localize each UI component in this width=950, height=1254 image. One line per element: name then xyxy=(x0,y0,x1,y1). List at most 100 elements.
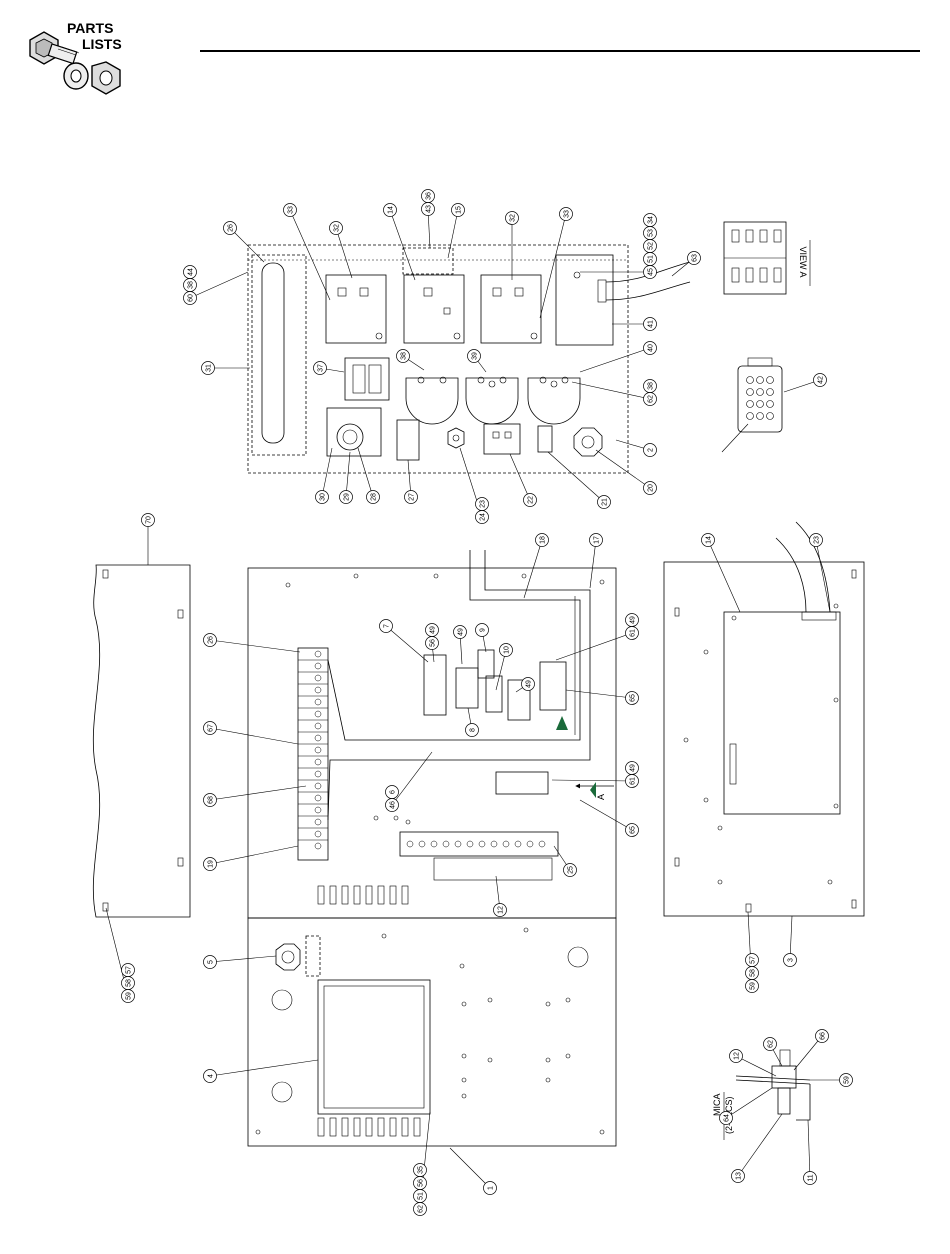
balloon-number: 19 xyxy=(208,860,215,868)
balloon-number: 4 xyxy=(208,1074,215,1078)
leader-line xyxy=(210,786,306,800)
leader-line xyxy=(510,454,530,500)
balloon-b21: 21 xyxy=(548,452,611,509)
balloon-number: 59 xyxy=(750,982,757,990)
balloon-number: 10 xyxy=(504,646,511,654)
balloon-number: 62 xyxy=(418,1205,425,1213)
balloon-number: 51 xyxy=(648,255,655,263)
balloon-number: 44 xyxy=(188,268,195,276)
leader-line xyxy=(540,214,566,318)
balloon-b26: 26 xyxy=(224,222,265,263)
mica-note-line1: MICA xyxy=(712,1094,722,1117)
leader-line xyxy=(572,382,650,399)
leader-line xyxy=(556,633,632,660)
balloon-b41: 41 xyxy=(612,318,657,331)
balloon-number: 61 xyxy=(630,629,637,637)
balloon-b18: 18 xyxy=(524,534,549,599)
balloon-number: 53 xyxy=(648,229,655,237)
cover-panel-left xyxy=(93,565,190,917)
leader-line xyxy=(738,1114,782,1176)
view-a-arrow-letter: A xyxy=(596,794,606,800)
balloon-number: 33 xyxy=(564,210,571,218)
balloon-number: 59 xyxy=(126,992,133,1000)
balloon-number: 20 xyxy=(648,484,655,492)
balloon-b13: 13 xyxy=(732,1114,783,1183)
balloon-number: 2 xyxy=(648,448,655,452)
leader-line xyxy=(580,348,650,372)
balloon-number: 43 xyxy=(426,205,433,213)
balloon-b49a: 49 xyxy=(454,626,467,665)
balloon-number: 9 xyxy=(480,628,487,632)
balloon-number: 65 xyxy=(630,694,637,702)
balloon-number: 29 xyxy=(344,493,351,501)
balloon-b20: 20 xyxy=(596,450,657,495)
cover-panel-right xyxy=(664,522,864,916)
balloon-b15: 15 xyxy=(448,204,465,259)
leader-line xyxy=(816,540,830,612)
balloon-number: 28 xyxy=(371,493,378,501)
balloon-number: 32 xyxy=(510,214,517,222)
balloon-number: 45 xyxy=(648,268,655,276)
balloon-number: 32 xyxy=(334,224,341,232)
balloon-number: 58 xyxy=(750,969,757,977)
view-a-arrow xyxy=(556,716,614,798)
balloon-b68: 68 xyxy=(204,786,307,807)
balloon-b25: 25 xyxy=(554,846,577,877)
balloon-b63: 63 xyxy=(672,252,701,277)
leader-line xyxy=(450,1148,490,1188)
balloon-b62: 62 xyxy=(764,1038,783,1067)
balloon-b6_46: 646 xyxy=(386,752,433,812)
balloon-b67: 67 xyxy=(204,722,299,745)
balloon-b17: 17 xyxy=(590,534,603,589)
balloon-number: 15 xyxy=(456,206,463,214)
balloon-b32: 32 xyxy=(330,222,353,279)
leader-line xyxy=(386,626,428,662)
balloon-number: 35 xyxy=(418,1166,425,1174)
balloon-b34col: 3453525145 xyxy=(580,214,657,279)
leader-line xyxy=(590,540,596,588)
balloon-number: 58 xyxy=(126,979,133,987)
balloon-number: 65 xyxy=(630,826,637,834)
view-a-label: VIEW A xyxy=(798,246,808,277)
balloon-b29: 29 xyxy=(340,452,353,504)
balloon-number: 70 xyxy=(146,516,153,524)
balloon-number: 56 xyxy=(418,1179,425,1187)
balloon-b49_56: 4956 xyxy=(426,624,439,663)
balloon-number: 51 xyxy=(418,1192,425,1200)
balloon-b37: 37 xyxy=(314,362,345,375)
balloon-b2: 2 xyxy=(616,440,657,457)
balloon-b40: 40 xyxy=(580,342,657,373)
balloon-b3: 3 xyxy=(784,916,797,967)
balloon-number: 3 xyxy=(788,958,795,962)
balloon-b22: 22 xyxy=(510,454,537,507)
leader-line xyxy=(548,452,604,502)
leader-line xyxy=(552,780,632,781)
balloon-b23b: 23 xyxy=(810,534,831,613)
balloon-number: 61 xyxy=(630,777,637,785)
balloon-b14: 14 xyxy=(384,204,416,281)
leader-line xyxy=(580,800,632,830)
balloon-b42: 42 xyxy=(784,374,827,393)
balloon-number: 57 xyxy=(126,966,133,974)
balloon-number: 12 xyxy=(498,906,505,914)
balloon-number: 59 xyxy=(844,1076,851,1084)
leader-line xyxy=(524,540,542,598)
balloon-number: 8 xyxy=(470,728,477,732)
balloon-b49_61: 4961 xyxy=(556,614,639,661)
leader-line xyxy=(210,728,298,744)
balloon-number: 42 xyxy=(818,376,825,384)
balloon-number: 36 xyxy=(426,192,433,200)
balloon-b59: 59 xyxy=(810,1074,853,1087)
balloon-number: 49 xyxy=(458,628,465,636)
leader-line xyxy=(358,448,373,497)
balloon-number: 52 xyxy=(648,242,655,250)
balloon-number: 62 xyxy=(768,1040,775,1048)
balloon-number: 33 xyxy=(288,206,295,214)
balloon-b12: 12 xyxy=(494,876,507,917)
plug-connector xyxy=(722,358,782,452)
balloon-b33: 33 xyxy=(284,204,331,301)
balloon-number: 66 xyxy=(820,1032,827,1040)
balloon-number: 23 xyxy=(480,500,487,508)
balloon-number: 38 xyxy=(648,382,655,390)
